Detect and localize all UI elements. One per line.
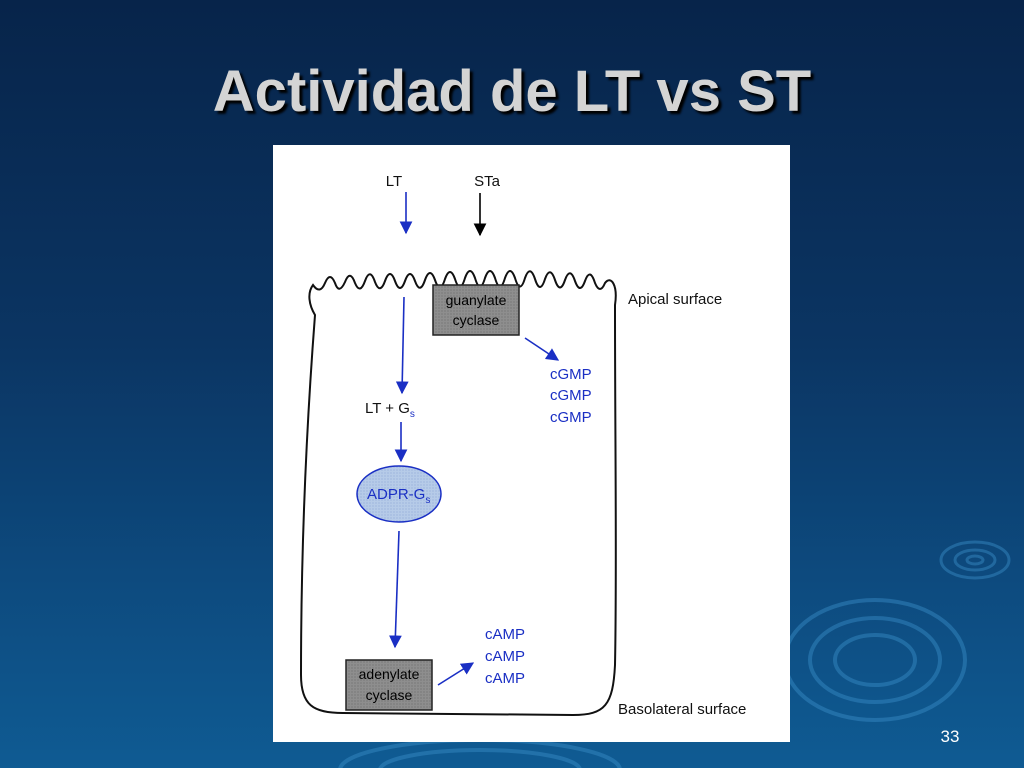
guanylate-cyclase-line2: cyclase [453, 312, 500, 328]
camp-item: cAMP [485, 648, 525, 665]
cgmp-item: cGMP [550, 387, 592, 404]
cell-outline [299, 270, 617, 717]
adpr-gs-ellipse [356, 465, 442, 523]
toxin-sta-label: STa [474, 173, 501, 190]
adenylate-cyclase-line1: adenylate [359, 666, 420, 682]
lt-gs-complex-label: LT + Gs [365, 400, 415, 420]
camp-item: cAMP [485, 626, 525, 643]
adpr-to-adenylate-arrow [389, 530, 402, 649]
page-number: 33 [940, 727, 960, 746]
adenylate-cyclase-box [345, 659, 433, 711]
apical-surface-label: Apical surface [628, 291, 722, 308]
lt-to-gs-arrow [395, 296, 409, 395]
cgmp-item: cGMP [550, 409, 592, 426]
adpr-gs-label: ADPR-Gs [367, 486, 430, 506]
diagram-panel: LT STa Apical surface guanylate cyclase … [273, 145, 790, 742]
lt-gs-subscript: s [410, 409, 415, 420]
camp-item: cAMP [485, 670, 525, 687]
slide-title: Actividad de LT vs ST [212, 59, 812, 124]
basolateral-surface-label: Basolateral surface [618, 701, 746, 718]
cgmp-item: cGMP [550, 366, 592, 383]
adenylate-to-camp-arrow [437, 662, 475, 686]
adpr-subscript: s [425, 495, 430, 506]
adenylate-cyclase-line2: cyclase [366, 687, 413, 703]
guanylate-to-cgmp-arrow [524, 337, 560, 361]
adpr-main: ADPR-G [367, 486, 425, 503]
guanylate-cyclase-line1: guanylate [446, 292, 507, 308]
lt-gs-main: LT + G [365, 400, 410, 417]
guanylate-cyclase-box [432, 284, 520, 336]
toxin-lt-label: LT [386, 173, 402, 190]
